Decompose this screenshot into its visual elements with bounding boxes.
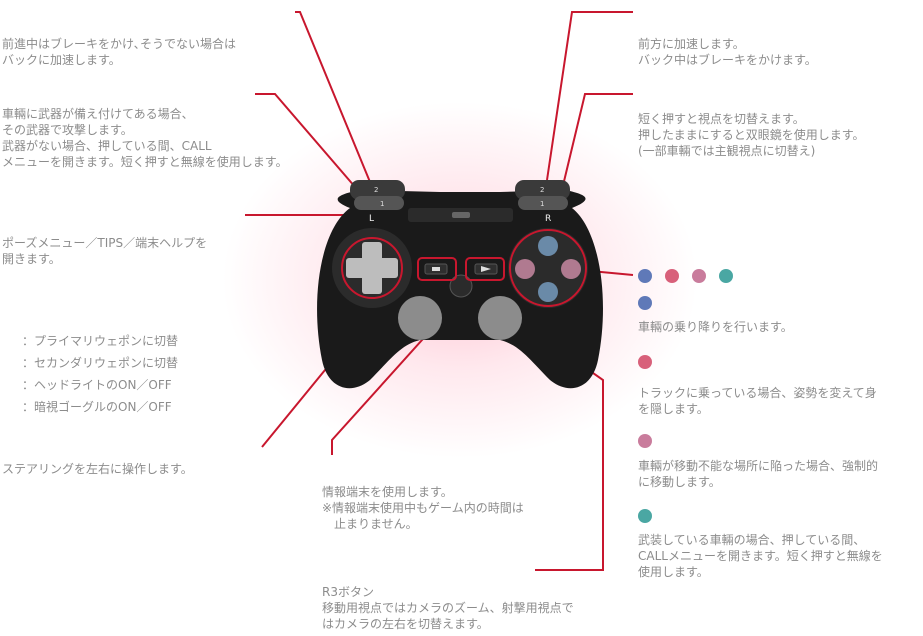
circle-button-icon (638, 355, 652, 369)
circle-button-icon (665, 269, 679, 283)
l1-description: 車輛に武器が備え付けてある場合、その武器で攻撃します。武器がない場合、押している… (2, 107, 288, 169)
triangle-button-icon (638, 509, 652, 523)
controller (317, 180, 603, 389)
l1-label: 1 (380, 200, 385, 208)
l2-description: 前進中はブレーキをかけ､そうでない場合はバックに加速します。 (2, 37, 237, 67)
r-label: R (545, 214, 552, 224)
select-description: ポーズメニュー／TIPS／端末ヘルプを開きます。 (2, 236, 208, 266)
r1-description: 短く押すと視点を切替えます。押したままにすると双眼鏡を使用します。(一部車輛では… (638, 112, 865, 158)
l-label: L (369, 214, 375, 224)
lstick-description: ステアリングを左右に操作します。 (2, 462, 193, 476)
cross-button-icon (638, 269, 652, 283)
square-description: 車輛が移動不能な場所に陥った場合、強制的に移動します。 (638, 459, 879, 489)
square-button-icon (692, 269, 706, 283)
r2-label: 2 (540, 186, 545, 194)
dpad-description: ：プライマリウェポンに切替：セカンダリウェポンに切替：ヘッドライトのON／OFF… (22, 334, 179, 414)
start-description: 情報端末を使用します。※情報端末使用中もゲーム内の時間は 止まりません。 (322, 485, 524, 531)
r3-description: R3ボタン移動用視点ではカメラのズーム、射撃用視点ではカメラの左右を切替えます。 (322, 585, 574, 631)
triangle-button-icon (719, 269, 733, 283)
r1-label: 1 (540, 200, 545, 208)
l2-label: 2 (374, 186, 379, 194)
r2-description: 前方に加速します。バック中はブレーキをかけます。 (638, 37, 817, 67)
cross-button-icon (638, 296, 652, 310)
triangle-description: 武装している車輛の場合、押している間、CALLメニューを開きます。短く押すと無線… (638, 533, 883, 579)
cross-description: 車輛の乗り降りを行います。 (638, 320, 793, 334)
square-button-icon (638, 434, 652, 448)
circle-description: トラックに乗っている場合、姿勢を変えて身を隠します。 (638, 386, 877, 416)
